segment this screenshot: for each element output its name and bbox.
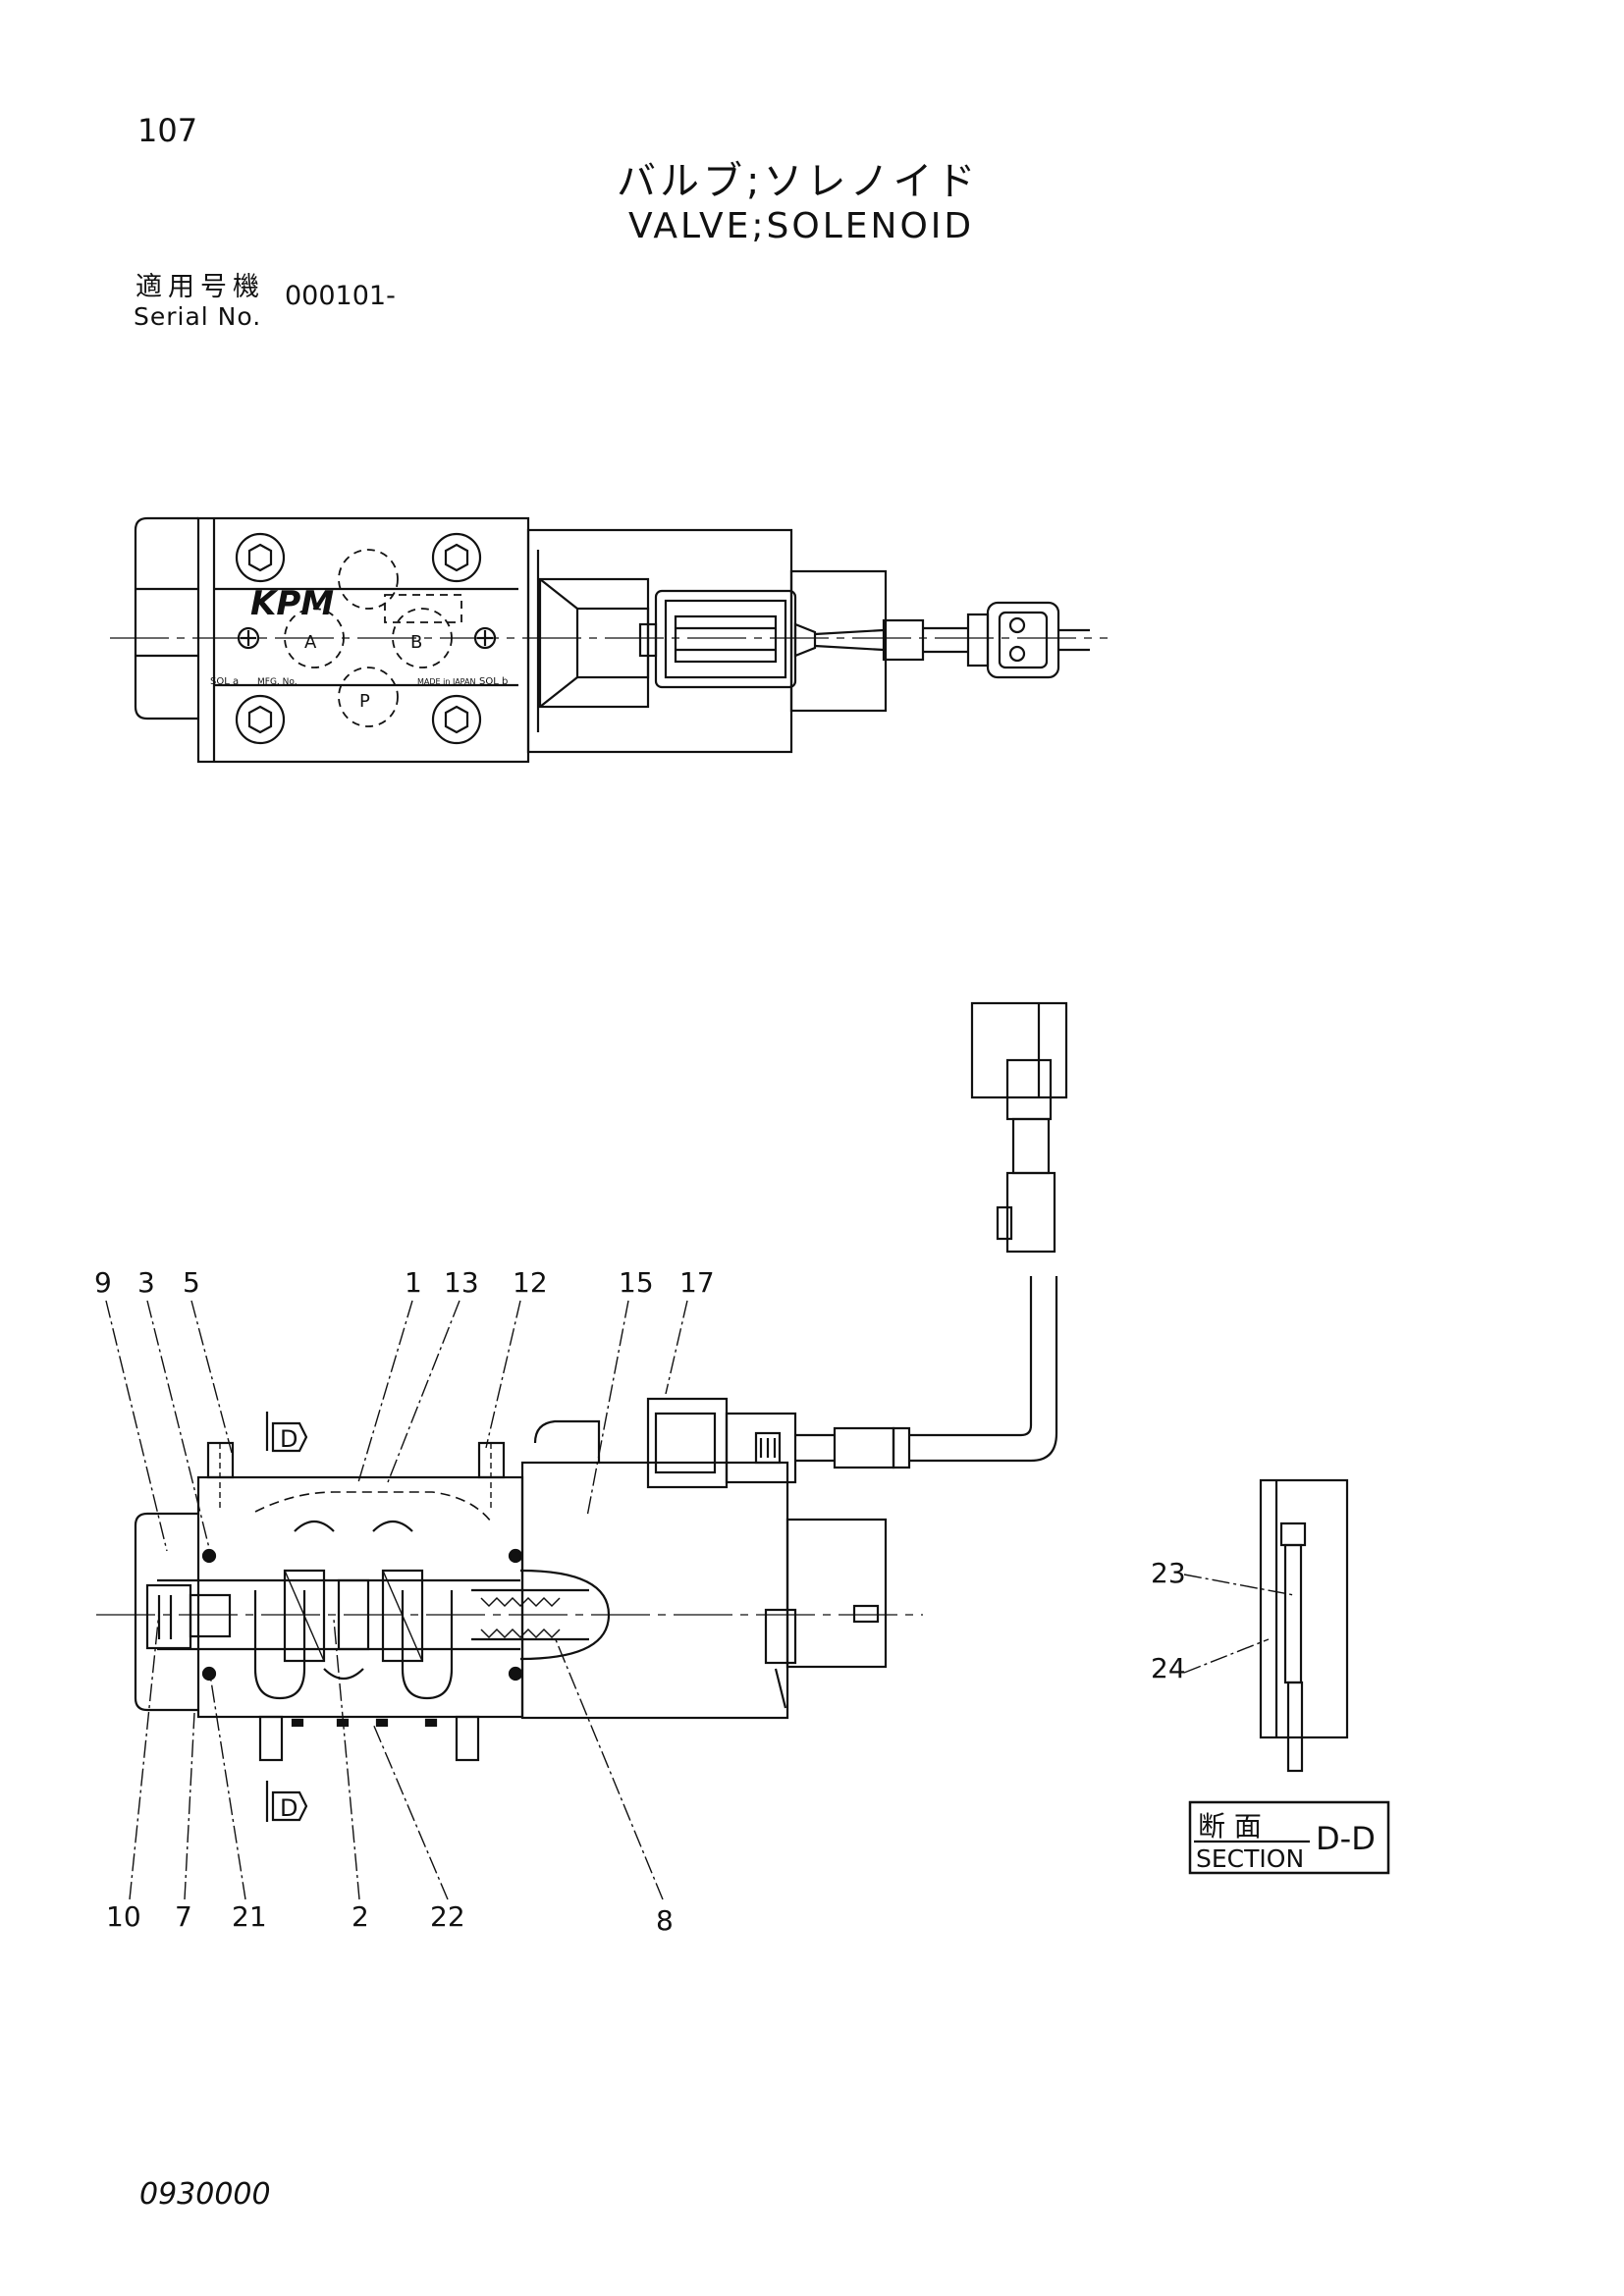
callout-12: 12	[513, 1266, 548, 1299]
leader-lines	[105, 1300, 688, 1900]
mfg-no-label: MFG. No.	[257, 677, 298, 687]
port-b-label: B	[410, 632, 422, 653]
callout-21: 21	[232, 1900, 267, 1933]
bolt-icon	[431, 694, 482, 745]
top-view: KPM A B P SOL a MFG. No. MADE in JAPAN S…	[110, 516, 1108, 764]
callout-8: 8	[656, 1904, 674, 1937]
section-label-id: D-D	[1316, 1820, 1376, 1857]
callout-3: 3	[137, 1266, 155, 1299]
bolt-icon	[235, 694, 286, 745]
callout-22: 22	[430, 1900, 465, 1933]
section-d-d-detail	[1183, 1478, 1349, 1773]
section-marker-bottom: D	[265, 1781, 308, 1822]
callout-1: 1	[405, 1266, 422, 1299]
bolt-icon	[431, 532, 482, 583]
svg-text:D: D	[280, 1425, 298, 1453]
section-marker-top: D	[265, 1412, 308, 1453]
port-p-label: P	[359, 691, 370, 712]
callout-numbers: 9 3 5 1 13 12 15 17 10 7 21 2 22 8 23 24	[94, 1266, 1186, 1937]
made-in-label: MADE in JAPAN	[417, 677, 475, 686]
callout-17: 17	[679, 1266, 715, 1299]
callout-24: 24	[1151, 1652, 1186, 1684]
callout-23: 23	[1151, 1557, 1186, 1589]
sol-a-label: SOL a	[210, 676, 239, 687]
section-label-jp: 断 面	[1198, 1810, 1262, 1842]
callout-7: 7	[175, 1900, 192, 1933]
serial-number-range: 000101-	[285, 281, 396, 311]
callout-5: 5	[183, 1266, 200, 1299]
callout-9: 9	[94, 1266, 112, 1299]
title-english: VALVE;SOLENOID	[628, 206, 975, 246]
serial-label-japanese: 適用号機	[135, 272, 265, 302]
kpm-logo: KPM	[250, 584, 334, 623]
page-number: 107	[137, 112, 198, 149]
document-code: 0930000	[139, 2177, 271, 2212]
section-view	[96, 1001, 1068, 1762]
svg-text:D: D	[280, 1794, 298, 1822]
section-label-box: 断 面 SECTION D-D	[1188, 1800, 1390, 1875]
serial-label-english: Serial No.	[134, 302, 262, 331]
callout-13: 13	[444, 1266, 479, 1299]
port-a-label: A	[304, 632, 317, 653]
section-label-en: SECTION	[1196, 1844, 1304, 1873]
callout-2: 2	[352, 1900, 369, 1933]
bolt-icon	[235, 532, 286, 583]
sol-b-label: SOL b	[479, 676, 508, 687]
callout-15: 15	[619, 1266, 654, 1299]
callout-10: 10	[106, 1900, 141, 1933]
title-japanese: バルブ;ソレノイド	[617, 159, 980, 204]
